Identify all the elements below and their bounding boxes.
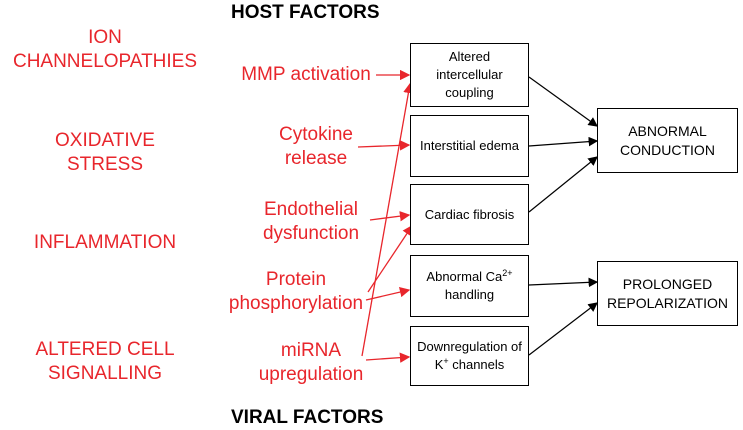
factor-ion-channelopathies: ION CHANNELOPATHIES bbox=[5, 26, 205, 74]
mechanism-box-interstitial-edema: Interstitial edema bbox=[410, 115, 529, 177]
box-label-line: REPOLARIZATION bbox=[606, 294, 729, 311]
factor-label-line: phosphorylation bbox=[228, 293, 364, 314]
arrow-potassium-to-repolarization bbox=[528, 302, 598, 356]
factor-endothelial-dysfunction: Endothelial dysfunction bbox=[256, 198, 366, 246]
mechanism-box-potassium-downregulation: Downregulation of K+ channels bbox=[410, 326, 529, 386]
factor-label-line: INFLAMMATION bbox=[33, 232, 177, 253]
arrow-calcium-to-repolarization bbox=[528, 277, 599, 288]
potassium-charge: + bbox=[443, 356, 449, 366]
outcome-box-prolonged-repolarization: PROLONGED REPOLARIZATION bbox=[597, 261, 738, 326]
factor-label-line: ALTERED CELL bbox=[35, 339, 175, 360]
factor-oxidative-stress: OXIDATIVE STRESS bbox=[5, 129, 205, 177]
potassium-text: K bbox=[434, 357, 444, 372]
factor-label-line: Endothelial bbox=[263, 199, 359, 220]
factor-label-line: Protein bbox=[265, 269, 327, 290]
calcium-text: Abnormal Ca bbox=[426, 269, 503, 284]
box-label-line: Abnormal Ca2+ bbox=[426, 268, 512, 286]
host-factors-heading: HOST FACTORS bbox=[231, 2, 380, 23]
factor-label-line: SIGNALLING bbox=[47, 363, 163, 384]
channels-text: channels bbox=[448, 357, 505, 372]
viral-factors-heading: VIRAL FACTORS bbox=[231, 407, 384, 428]
calcium-charge: 2+ bbox=[502, 268, 513, 278]
factor-label-line: miRNA bbox=[280, 340, 342, 361]
box-label-line: handling bbox=[444, 287, 495, 302]
factor-label-line: release bbox=[284, 148, 348, 169]
box-label-line: coupling bbox=[445, 85, 494, 100]
factor-label-line: OXIDATIVE bbox=[55, 130, 155, 151]
factor-inflammation: INFLAMMATION bbox=[5, 231, 205, 255]
factor-label-line: MMP activation bbox=[241, 64, 371, 85]
arrow-protein-to-calcium bbox=[365, 286, 411, 301]
factor-mmp-activation: MMP activation bbox=[236, 63, 376, 87]
mechanism-box-intercellular-coupling: Altered intercellular coupling bbox=[410, 43, 529, 107]
factor-cytokine-release: Cytokine release bbox=[266, 123, 366, 171]
box-label-line: Cardiac fibrosis bbox=[424, 206, 515, 222]
factor-label-line: STRESS bbox=[66, 154, 144, 175]
factor-label-line: ION bbox=[88, 27, 122, 48]
box-label-line: PROLONGED bbox=[622, 275, 713, 292]
box-label-line: Altered bbox=[448, 49, 491, 64]
factor-protein-phosphorylation: Protein phosphorylation bbox=[226, 268, 366, 316]
arrow-coupling-to-conduction bbox=[528, 76, 598, 127]
factor-label-line: upregulation bbox=[258, 364, 364, 385]
arrow-cytokine-to-edema bbox=[357, 140, 411, 151]
factor-label-line: dysfunction bbox=[262, 223, 360, 244]
arrow-fibrosis-to-conduction bbox=[528, 156, 598, 213]
factor-label-line: Cytokine bbox=[279, 124, 353, 145]
box-label-line: Interstitial edema bbox=[420, 138, 519, 153]
arrow-endothelial-to-fibrosis bbox=[369, 210, 411, 222]
box-label-line: Downregulation of bbox=[417, 339, 522, 354]
outcome-box-abnormal-conduction: ABNORMAL CONDUCTION bbox=[597, 108, 738, 173]
factor-altered-cell-signalling: ALTERED CELL SIGNALLING bbox=[5, 338, 205, 386]
arrow-mirna-to-coupling bbox=[361, 82, 414, 357]
factor-mirna-upregulation: miRNA upregulation bbox=[256, 339, 366, 387]
box-label-line: CONDUCTION bbox=[620, 141, 715, 158]
box-label-line: K+ channels bbox=[417, 356, 522, 374]
box-label-line: ABNORMAL bbox=[628, 122, 707, 139]
arrow-edema-to-conduction bbox=[528, 136, 599, 147]
arrow-mirna-to-potassium bbox=[365, 352, 411, 363]
mechanism-box-abnormal-calcium-handling: Abnormal Ca2+ handling bbox=[410, 255, 529, 317]
factor-label-line: CHANNELOPATHIES bbox=[12, 51, 198, 72]
mechanism-box-cardiac-fibrosis: Cardiac fibrosis bbox=[410, 184, 529, 245]
box-label-line: intercellular bbox=[436, 67, 503, 82]
